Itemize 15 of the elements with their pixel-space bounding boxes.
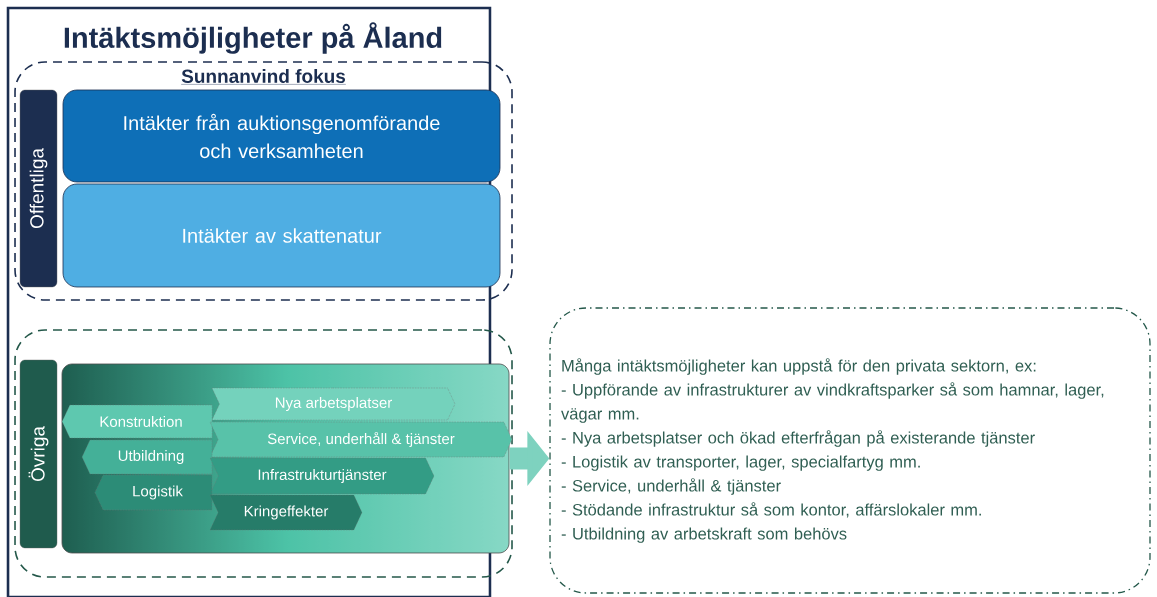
chevron-tag: Logistik bbox=[94, 474, 213, 511]
chevron-tag: Utbildning bbox=[81, 439, 213, 475]
title: Intäktsmöjligheter på Åland bbox=[64, 22, 442, 54]
chevron-tag: Service, underhåll & tjänster bbox=[209, 421, 513, 458]
dashed-region bbox=[14, 329, 513, 578]
revenue-box: Intäkter av skattenatur bbox=[62, 183, 501, 288]
chevron-tag: Kringeffekter bbox=[209, 494, 363, 531]
region-heading: Sunnanvind fokus bbox=[180, 69, 347, 85]
side-label-bar: Övriga bbox=[19, 359, 58, 549]
revenue-box: Intäkter från auktionsgenomförande och verksamheten bbox=[62, 89, 501, 183]
chevron-tag: Konstruktion bbox=[61, 404, 213, 439]
note-box: Många intäktsmöjligheter kan uppstå för den privata sektorn, ex: - Uppförande av infrastrukturer av vindkraftsparker så som hamnar, lager, vägar mm. - Nya arbetsplatser och ökad efterfrågan på existerande tjänster - Logistik av transporter, lager, specialfartyg mm. - Service, underhåll & tjänster - Stödande infrastruktur så som kontor, affärslokaler mm. - Utbildning av arbetskraft som behövs bbox=[549, 307, 1151, 594]
chevron-tag: Nya arbetsplatser bbox=[211, 387, 456, 421]
chevron-tag: Infrastrukturtjänster bbox=[209, 457, 435, 495]
side-label-bar: Offentliga bbox=[19, 89, 58, 288]
